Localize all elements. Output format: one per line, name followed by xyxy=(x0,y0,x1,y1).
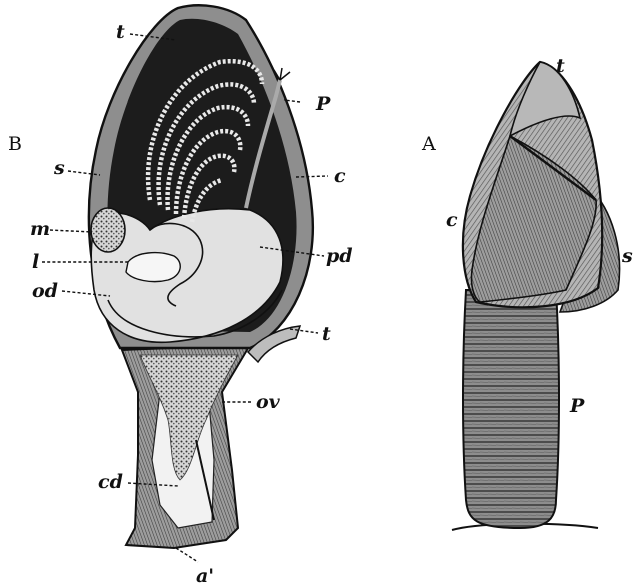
b-label-ov: ov xyxy=(256,391,281,413)
a-label-c: c xyxy=(446,209,458,231)
b-label-s: s xyxy=(53,157,65,179)
b-label-a: a' xyxy=(196,565,214,587)
panel-a-label: A xyxy=(421,133,436,155)
panel-b-drawing xyxy=(89,5,313,548)
a-label-t: t xyxy=(556,55,565,77)
b-label-p: P xyxy=(315,93,331,115)
b-label-l: l xyxy=(32,251,39,273)
a-label-s: s xyxy=(621,245,633,267)
b-label-pd: pd xyxy=(326,245,353,267)
b-label-t-top: t xyxy=(116,21,125,43)
a-label-p: P xyxy=(569,395,585,417)
panel-a-drawing xyxy=(452,62,620,530)
a-peduncle xyxy=(463,290,559,528)
panel-b-label: B xyxy=(8,133,22,155)
b-label-m: m xyxy=(30,218,50,240)
b-label-t-side: t xyxy=(322,323,331,345)
b-label-c: c xyxy=(334,165,346,187)
b-adductor-muscle xyxy=(91,208,125,252)
b-mouth-region xyxy=(126,253,180,282)
b-label-od: od xyxy=(32,280,58,302)
b-label-cd: cd xyxy=(98,471,123,493)
